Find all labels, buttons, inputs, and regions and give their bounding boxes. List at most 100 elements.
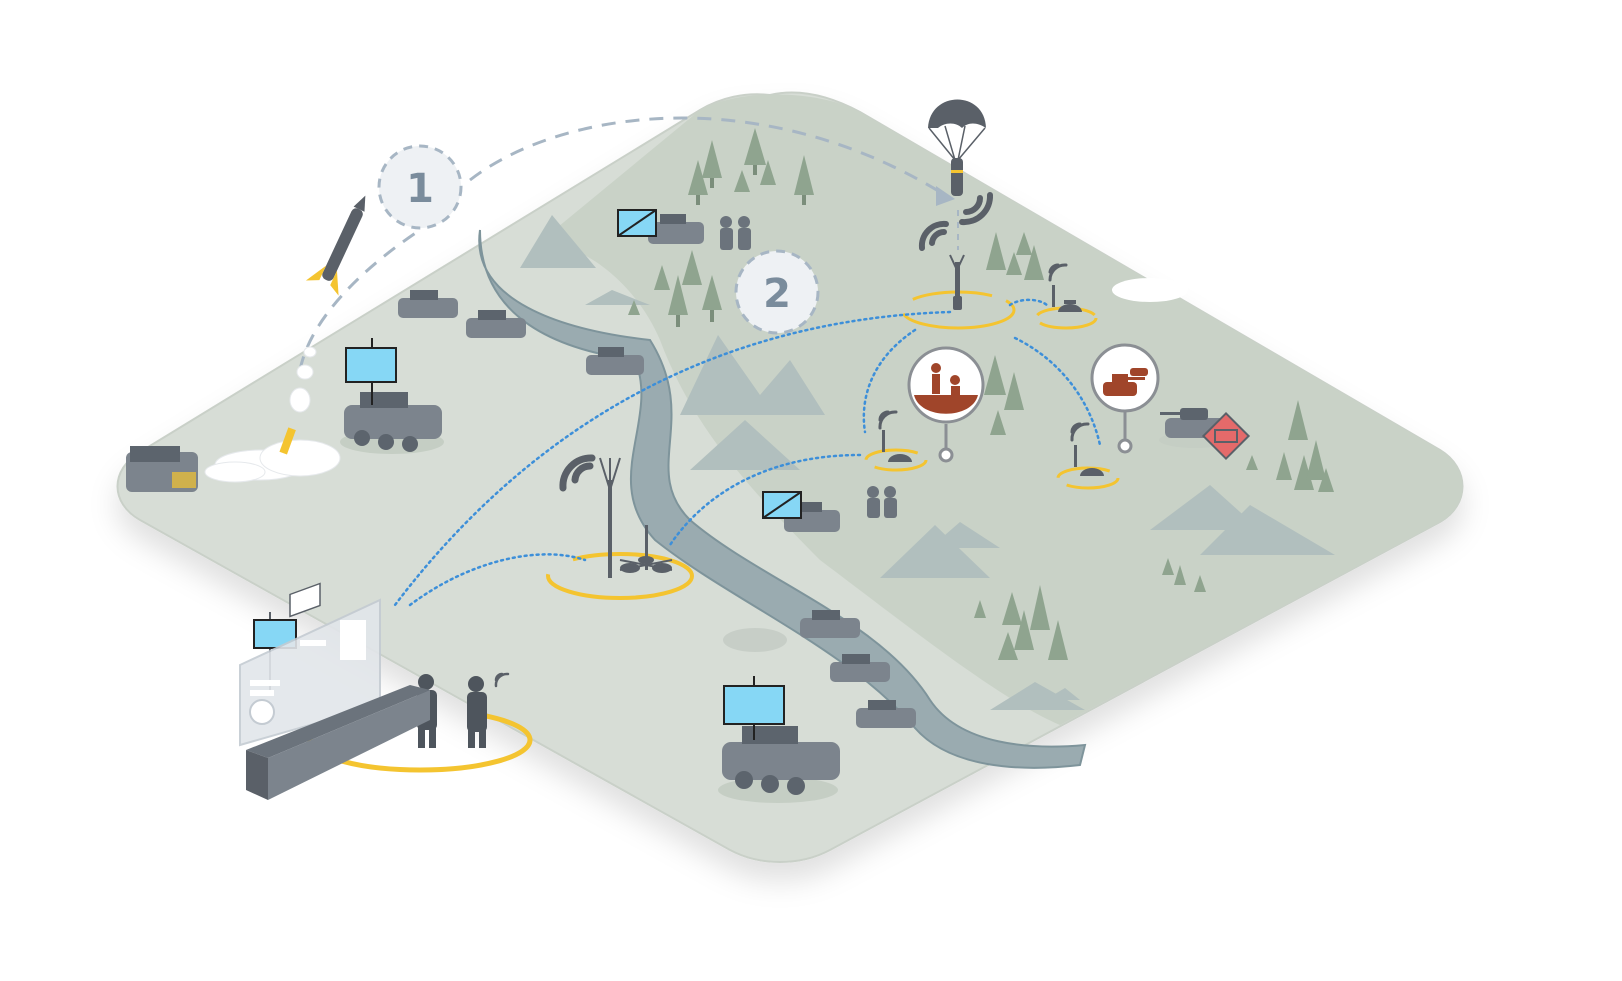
coverage-ring [1056, 466, 1120, 490]
tree-icon [1194, 575, 1206, 592]
ground-station-icon [599, 457, 673, 578]
communication-links [393, 298, 1102, 607]
soldier-icon [467, 676, 487, 748]
tree-icon [682, 250, 702, 285]
wifi-signal-icon [918, 220, 949, 251]
coverage-ring [864, 448, 928, 472]
step-label-1: 1 [406, 166, 434, 212]
mountain [1150, 485, 1260, 530]
armored-vehicle-icon [586, 347, 644, 375]
enemy-armor-marker [1090, 343, 1160, 454]
tree-icon [702, 275, 722, 322]
unit-screens [345, 209, 802, 740]
arrow-head [936, 186, 955, 206]
wifi-signal-icon [559, 454, 596, 492]
tree-icon [688, 160, 708, 205]
link [1013, 336, 1102, 447]
tree-icon [1030, 585, 1050, 630]
unit-screen-icon [762, 491, 802, 519]
sensor-node-icon [949, 254, 965, 310]
armored-vehicle-icon [466, 310, 526, 338]
mountain [680, 335, 825, 415]
missile-icon [305, 195, 366, 296]
link [862, 328, 917, 434]
launch-smoke [204, 346, 341, 483]
river [478, 229, 1087, 769]
link [1008, 298, 1050, 308]
sensor-node-icon [1074, 445, 1104, 476]
tree-icon [1246, 455, 1258, 470]
clearing [723, 628, 787, 652]
tree-icon [744, 128, 766, 175]
mountain [690, 420, 800, 470]
tree-icon [1004, 372, 1024, 410]
tree-icon [734, 170, 750, 192]
delivery-path [298, 116, 959, 371]
hostile-tank [1159, 408, 1231, 448]
link [393, 310, 952, 607]
sensors [599, 254, 1104, 578]
wifi-signal-icon [878, 410, 898, 430]
soldiers [417, 216, 897, 748]
tree-icon [1002, 592, 1022, 625]
step-marker-2: 2 [734, 249, 820, 335]
tree-icon [668, 275, 688, 327]
wifi-signal-icon [1070, 422, 1090, 442]
link [408, 553, 587, 607]
hostile-diamond-icon [1201, 411, 1251, 461]
link [668, 453, 862, 547]
wifi-signal-icon [494, 672, 510, 688]
armored-vehicle-icon [830, 654, 890, 682]
tree-icon [1162, 558, 1174, 575]
tree-icon [628, 300, 640, 315]
tree-icon [1024, 245, 1044, 280]
tree-icon [1318, 468, 1334, 492]
unit-screen-icon [345, 338, 397, 405]
mountain [520, 215, 596, 268]
tree-icon [1014, 610, 1034, 650]
cloud [1112, 278, 1188, 302]
wifi-signal-icon [959, 192, 993, 226]
tree-icon [1306, 440, 1326, 480]
parachute-icon [928, 99, 986, 196]
tree-icon [1288, 400, 1308, 440]
command-console-icon [239, 582, 430, 800]
armored-vehicle-icon [800, 610, 860, 638]
armored-vehicle-icon [856, 700, 916, 728]
tree-icon [998, 632, 1018, 660]
tree-icon [974, 600, 986, 618]
launcher-truck-icon [126, 446, 198, 492]
missile-launch [204, 195, 366, 483]
tree-icon [794, 155, 814, 205]
tree-icon [990, 410, 1006, 435]
tree-icon [1174, 565, 1186, 585]
mountain [880, 525, 990, 578]
signals [494, 192, 1090, 688]
enemy-infantry-marker [907, 346, 985, 463]
soldier-icon [720, 216, 751, 250]
flight-arc [469, 116, 946, 197]
step-label-2: 2 [763, 271, 791, 317]
sensor-node-icon [882, 430, 912, 462]
tree-icon [984, 355, 1006, 395]
tree-icon [1006, 252, 1022, 275]
mountain [1200, 505, 1335, 555]
mountains [520, 215, 1335, 710]
launch-rocket-stage [279, 427, 296, 455]
unit-screen-icon [617, 209, 657, 237]
missile-trajectory [298, 228, 421, 371]
coverage-ring [546, 552, 694, 600]
tree-icon [986, 232, 1006, 270]
wifi-signal-icon [1048, 263, 1068, 282]
tree-icon [1016, 232, 1032, 255]
mountain [930, 522, 1000, 548]
tree-icon [654, 265, 670, 290]
unit-screen-icon [723, 676, 785, 740]
armored-vehicle-icon [718, 726, 840, 803]
armored-vehicle-icon [398, 290, 458, 318]
tree-icon [1048, 620, 1068, 660]
tree-icon [1276, 452, 1292, 480]
step-marker-1: 1 [377, 144, 463, 230]
river-channel [478, 229, 1087, 769]
